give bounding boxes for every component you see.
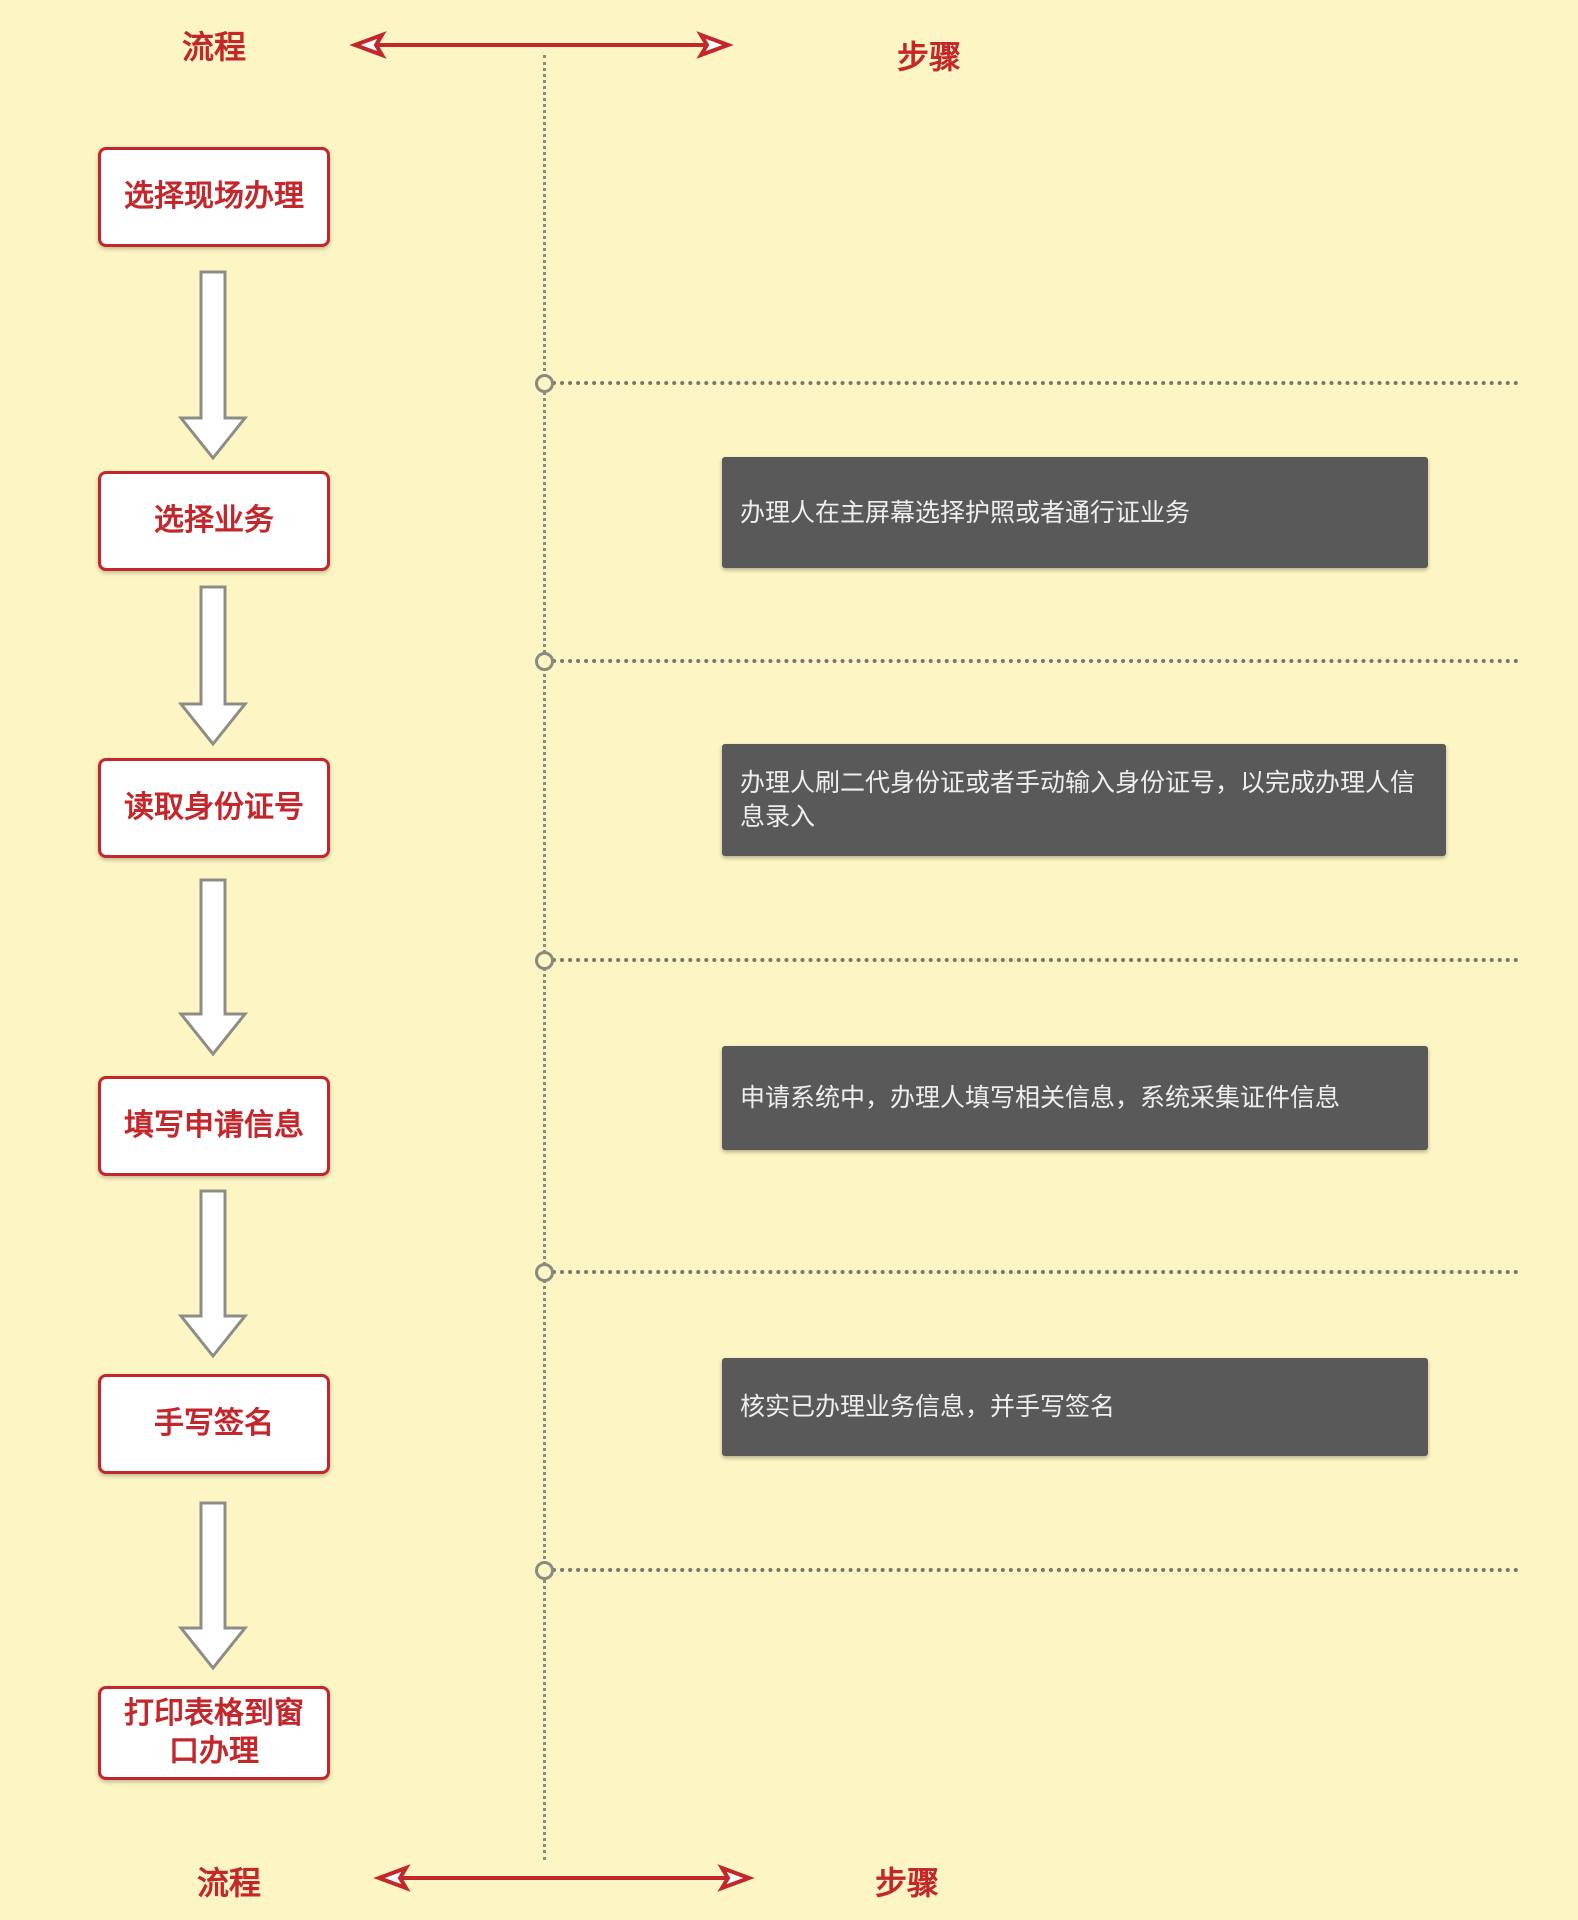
timeline-node-icon: [535, 1561, 554, 1580]
step-description: 办理人在主屏幕选择护照或者通行证业务: [722, 457, 1428, 568]
step-separator: [544, 1568, 1519, 1572]
flow-step-read-id: 读取身份证号: [98, 758, 330, 858]
step-description: 申请系统中，办理人填写相关信息，系统采集证件信息: [722, 1046, 1428, 1150]
timeline-node-icon: [535, 652, 554, 671]
down-arrow-icon: [177, 878, 249, 1057]
flow-step-print-form: 打印表格到窗口办理: [98, 1686, 330, 1780]
down-arrow-icon: [177, 1189, 249, 1359]
timeline-node-icon: [535, 1263, 554, 1282]
down-arrow-icon: [177, 1501, 249, 1671]
footer-flow-label: 流程: [197, 1864, 262, 1902]
timeline-node-icon: [535, 374, 554, 393]
flow-step-select-onsite: 选择现场办理: [98, 147, 330, 247]
flow-step-select-service: 选择业务: [98, 471, 330, 571]
step-separator: [544, 381, 1519, 385]
flow-step-signature: 手写签名: [98, 1374, 330, 1474]
step-separator: [544, 659, 1519, 663]
flow-step-fill-application: 填写申请信息: [98, 1076, 330, 1176]
footer-double-arrow: [373, 1864, 755, 1892]
timeline-node-icon: [535, 951, 554, 970]
step-description: 核实已办理业务信息，并手写签名: [722, 1358, 1428, 1456]
step-separator: [544, 958, 1519, 962]
header-double-arrow: [349, 31, 734, 59]
down-arrow-icon: [177, 585, 249, 747]
down-arrow-icon: [177, 270, 249, 461]
header-flow-label: 流程: [182, 28, 247, 66]
header-steps-label: 步骤: [897, 38, 962, 76]
footer-steps-label: 步骤: [875, 1864, 940, 1902]
step-description: 办理人刷二代身份证或者手动输入身份证号，以完成办理人信息录入: [722, 744, 1446, 856]
step-separator: [544, 1270, 1519, 1274]
